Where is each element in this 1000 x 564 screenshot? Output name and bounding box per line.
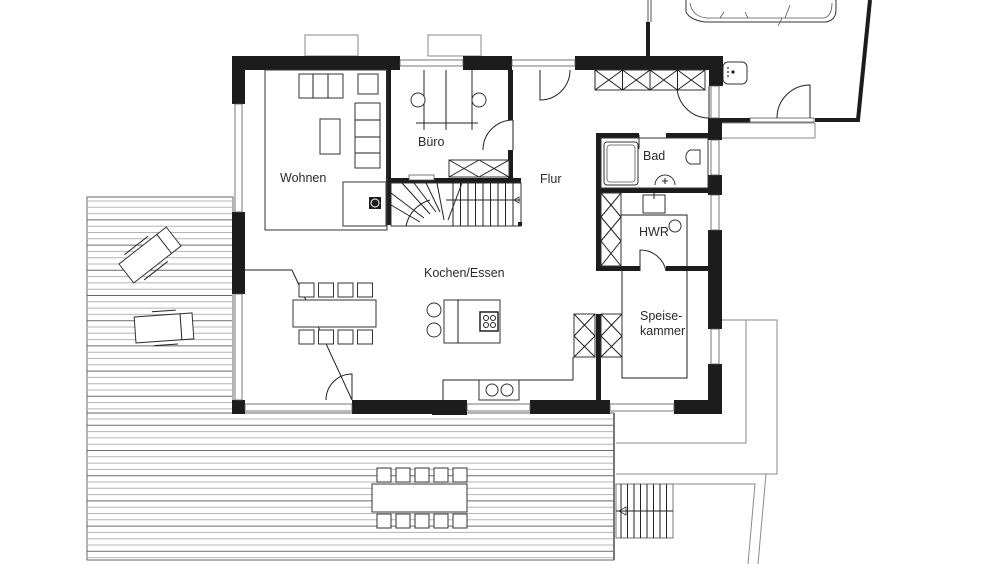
utility-room-fixtures [600, 192, 688, 267]
exterior-paths [613, 319, 778, 564]
bathroom-fixtures [600, 137, 709, 189]
room-labels: Wohnen Büro Flur Bad HWR Kochen/Essen Sp… [280, 135, 685, 338]
outdoor-dining-table-icon [371, 467, 468, 529]
toilet-icon [685, 149, 701, 165]
dining-table-icon [292, 282, 377, 345]
room-label-buero: Büro [418, 135, 444, 149]
room-label-bad: Bad [643, 149, 665, 163]
bathtub-icon [603, 141, 639, 186]
window-boxes-top [304, 34, 482, 57]
room-label-wohnen: Wohnen [280, 171, 326, 185]
room-label-speisekammer-1: Speise- [640, 309, 682, 323]
walls [232, 56, 723, 415]
office-furniture [410, 70, 510, 178]
washbasin-icon [654, 174, 676, 186]
living-furniture [264, 69, 388, 231]
room-label-flur: Flur [540, 172, 562, 186]
hall-cabinets [594, 69, 706, 91]
lounge-chair-icon [118, 226, 195, 347]
staircase-icon [390, 174, 522, 227]
room-label-kochen-essen: Kochen/Essen [424, 266, 505, 280]
carport [646, 0, 872, 139]
pantry-fixtures [573, 271, 688, 379]
windows [234, 59, 720, 412]
room-label-hwr: HWR [639, 225, 669, 239]
sink-icon [722, 61, 748, 85]
fireplace-icon [342, 181, 387, 227]
kitchen-island-icon [426, 299, 501, 344]
car-icon [685, 0, 837, 27]
room-label-speisekammer-2: kammer [640, 324, 685, 338]
kitchen-fixtures [426, 299, 574, 401]
